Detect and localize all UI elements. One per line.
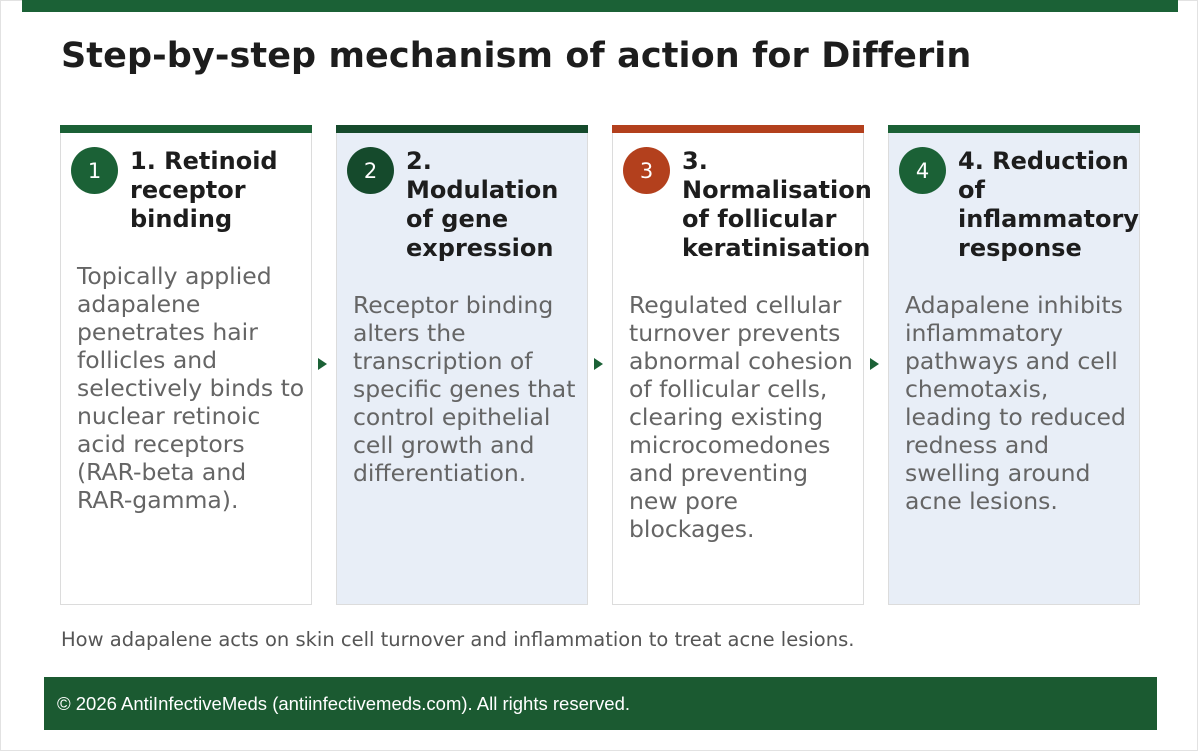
step-2-description: Receptor binding alters the transcriptio… [353, 291, 576, 487]
step-4-title: 4. Reduction of inflammatory response [958, 147, 1139, 262]
step-3-number-badge: 3 [623, 147, 670, 194]
step-4-description: Adapalene inhibits inflammatory pathways… [905, 291, 1126, 515]
step-1-accent-bar [60, 125, 312, 133]
arrow-right-icon [318, 358, 327, 370]
step-3-accent-bar [612, 125, 864, 133]
step-1-number-badge: 1 [71, 147, 118, 194]
top-accent-bar [22, 0, 1178, 12]
step-4-number-badge: 4 [899, 147, 946, 194]
copyright-text: © 2026 AntiInfectiveMeds (antiinfectivem… [57, 692, 630, 714]
step-card-2: 2 2. Modulation of gene expression Recep… [336, 125, 588, 605]
step-2-title: 2. Modulation of gene expression [406, 147, 559, 262]
step-card-3: 3 3. Normalisation of follicular keratin… [612, 125, 872, 605]
step-4-accent-bar [888, 125, 1140, 133]
step-2-number-badge: 2 [347, 147, 394, 194]
arrow-right-icon [870, 358, 879, 370]
step-1-title: 1. Retinoid receptor binding [130, 147, 278, 233]
arrow-right-icon [594, 358, 603, 370]
step-card-1: 1 1. Retinoid receptor binding Topically… [60, 125, 312, 605]
step-card-4: 4 4. Reduction of inflammatory response … [888, 125, 1140, 605]
step-3-title: 3. Normalisation of follicular keratinis… [682, 147, 872, 262]
diagram-title: Step-by-step mechanism of action for Dif… [61, 36, 972, 76]
step-2-accent-bar [336, 125, 588, 133]
step-3-description: Regulated cellular turnover prevents abn… [629, 291, 853, 543]
figure-caption: How adapalene acts on skin cell turnover… [61, 628, 855, 651]
step-1-description: Topically applied adapalene penetrates h… [77, 262, 305, 514]
copyright-footer: © 2026 AntiInfectiveMeds (antiinfectivem… [44, 677, 1157, 730]
